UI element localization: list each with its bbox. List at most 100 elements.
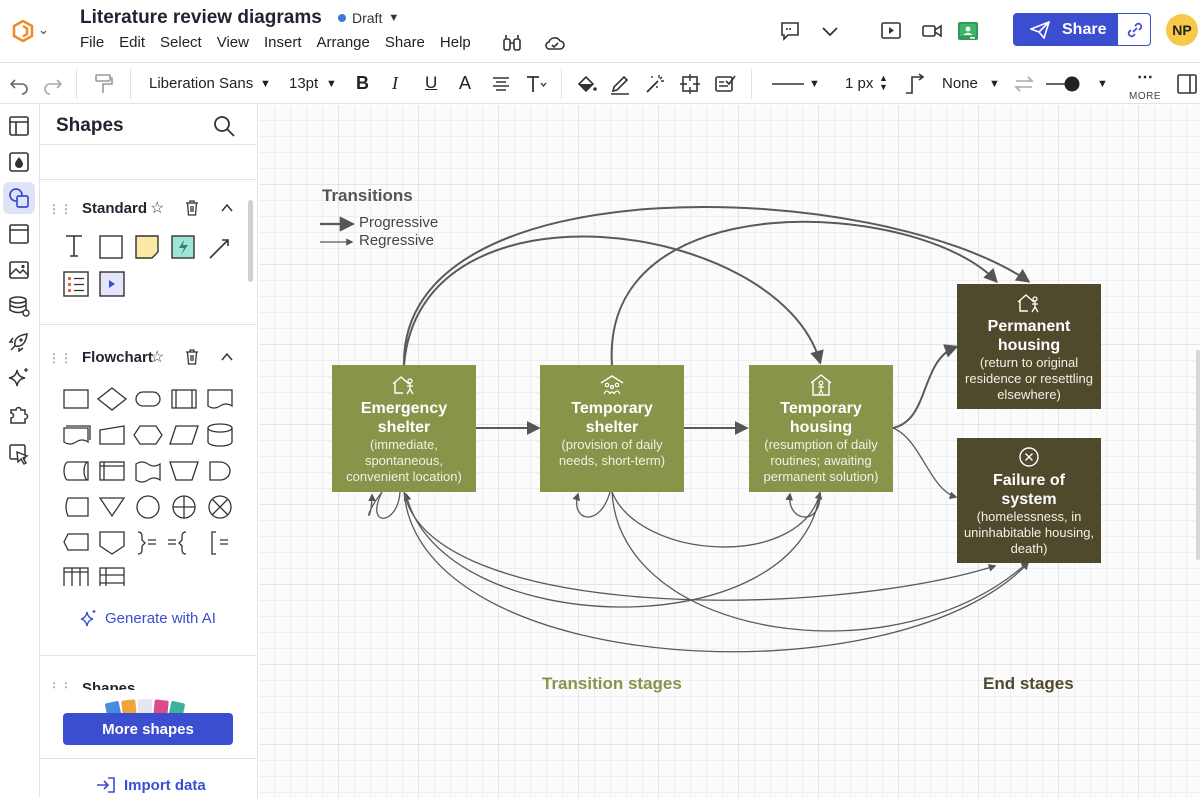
shape-internal-storage[interactable] bbox=[99, 461, 125, 481]
font-family-select[interactable]: Liberation Sans bbox=[149, 75, 254, 92]
image-icon[interactable] bbox=[7, 258, 31, 282]
text-options-icon[interactable] bbox=[525, 73, 547, 95]
copy-link-button[interactable] bbox=[1117, 13, 1151, 46]
underline-button[interactable]: U bbox=[425, 73, 438, 92]
integrations-puzzle-icon[interactable] bbox=[7, 402, 31, 426]
frame-template-icon[interactable] bbox=[7, 222, 31, 246]
shape-document[interactable] bbox=[207, 389, 233, 409]
video-call-icon[interactable] bbox=[921, 20, 943, 42]
connector-ts-ph[interactable] bbox=[610, 220, 998, 366]
panel-toggle-icon[interactable] bbox=[1176, 73, 1198, 95]
shape-process[interactable] bbox=[63, 389, 89, 409]
more-label[interactable]: MORE bbox=[1129, 91, 1161, 102]
connector-th-fs[interactable] bbox=[892, 427, 958, 500]
search-icon[interactable] bbox=[212, 114, 236, 138]
canvas-scrollbar[interactable] bbox=[1196, 350, 1200, 560]
shape-merge[interactable] bbox=[98, 497, 126, 518]
connector-es-fs-2[interactable] bbox=[403, 491, 997, 601]
menu-help[interactable]: Help bbox=[439, 34, 471, 51]
theme-drop-icon[interactable] bbox=[7, 150, 31, 174]
connector-es-fs[interactable] bbox=[403, 491, 1030, 653]
caret-down-icon[interactable]: ▼ bbox=[989, 78, 1000, 90]
shape-annotation-brace-left[interactable] bbox=[168, 531, 187, 555]
shape-preparation[interactable] bbox=[133, 425, 163, 445]
shape-text[interactable] bbox=[66, 235, 82, 257]
shape-stored-data[interactable] bbox=[65, 497, 89, 517]
import-data-button[interactable]: Import data bbox=[96, 776, 206, 794]
undo-icon[interactable] bbox=[8, 73, 30, 95]
shape-off-page[interactable] bbox=[99, 531, 125, 555]
node-temporary-shelter[interactable]: Temporary shelter (provision of daily ne… bbox=[540, 365, 684, 492]
chevron-down-icon[interactable] bbox=[819, 20, 841, 42]
menu-share[interactable]: Share bbox=[384, 34, 425, 51]
shape-sticky-note[interactable] bbox=[135, 235, 159, 259]
swap-arrows-icon[interactable] bbox=[1012, 73, 1036, 95]
bold-button[interactable]: B bbox=[356, 73, 369, 93]
data-linking-icon[interactable] bbox=[7, 294, 31, 318]
shape-swimlane-vertical[interactable] bbox=[63, 567, 89, 586]
node-permanent-housing[interactable]: Permanent housing (return to original re… bbox=[957, 284, 1101, 409]
caret-down-icon[interactable]: ▼ bbox=[260, 78, 271, 90]
text-color-button[interactable]: A bbox=[459, 73, 472, 93]
panel-scrollbar[interactable] bbox=[248, 200, 253, 282]
loop-emergency-arc[interactable] bbox=[376, 491, 401, 519]
shape-delay[interactable] bbox=[209, 461, 231, 481]
drag-handle-icon[interactable]: ⋮⋮ bbox=[48, 680, 72, 690]
shape-rectangle[interactable] bbox=[99, 235, 123, 259]
menu-insert[interactable]: Insert bbox=[263, 34, 302, 51]
connector-es-th[interactable] bbox=[403, 235, 824, 366]
binoculars-icon[interactable] bbox=[501, 32, 523, 54]
menu-view[interactable]: View bbox=[216, 34, 249, 51]
shapes-icon[interactable] bbox=[7, 186, 31, 210]
comment-icon[interactable] bbox=[779, 20, 801, 42]
section-header-standard[interactable]: ⋮⋮ Standard bbox=[48, 200, 147, 217]
trash-icon[interactable] bbox=[184, 200, 200, 216]
redo-icon[interactable] bbox=[42, 73, 64, 95]
shape-terminator[interactable] bbox=[135, 391, 161, 407]
connector-ts-fs[interactable] bbox=[611, 491, 1030, 632]
shape-summing-junction[interactable] bbox=[208, 495, 232, 519]
chevron-up-icon[interactable] bbox=[220, 201, 234, 215]
section-header-shapes[interactable]: ⋮⋮ Shapes bbox=[48, 680, 135, 690]
shape-multi-document[interactable] bbox=[63, 425, 91, 445]
font-size-select[interactable]: 13pt bbox=[289, 75, 319, 92]
shape-manual-input[interactable] bbox=[99, 425, 125, 445]
loop-emergency[interactable] bbox=[368, 491, 383, 516]
user-avatar[interactable]: NP bbox=[1166, 14, 1198, 46]
drag-handle-icon[interactable]: ⋮⋮ bbox=[48, 350, 72, 365]
node-failure-of-system[interactable]: Failure of system (homelessness, in unin… bbox=[957, 438, 1101, 563]
shape-predefined[interactable] bbox=[171, 389, 197, 409]
connector-es-ph[interactable] bbox=[402, 206, 1031, 366]
line-color-icon[interactable] bbox=[609, 73, 631, 95]
rocket-icon[interactable] bbox=[7, 330, 31, 354]
ellipsis-icon[interactable]: ⋯ bbox=[1137, 69, 1154, 86]
section-header-flowchart[interactable]: ⋮⋮ Flowchart bbox=[48, 349, 153, 366]
shape-connector[interactable] bbox=[136, 495, 160, 519]
shape-display[interactable] bbox=[63, 533, 89, 551]
line-width-select[interactable]: 1 px bbox=[845, 75, 874, 92]
shape-arrow-line[interactable] bbox=[209, 239, 229, 259]
shape-annotation-bracket[interactable] bbox=[211, 531, 228, 555]
star-icon[interactable]: ☆ bbox=[150, 349, 165, 366]
cloud-sync-icon[interactable] bbox=[544, 32, 566, 54]
menu-arrange[interactable]: Arrange bbox=[316, 34, 370, 51]
italic-button[interactable]: I bbox=[392, 73, 398, 93]
more-shapes-button[interactable]: More shapes bbox=[63, 713, 233, 745]
chevron-down-icon[interactable]: ⌄ bbox=[38, 22, 49, 37]
connector-th-es[interactable] bbox=[403, 491, 821, 608]
format-painter-icon[interactable] bbox=[92, 73, 114, 95]
menu-file[interactable]: File bbox=[80, 34, 105, 51]
magic-wand-icon[interactable] bbox=[644, 73, 666, 95]
draft-status[interactable]: Draft ▼ bbox=[338, 10, 399, 26]
loop-temporary-housing[interactable] bbox=[785, 491, 821, 518]
shape-swimlane-horizontal[interactable] bbox=[99, 567, 125, 586]
shape-data[interactable] bbox=[169, 425, 199, 445]
shape-decision[interactable] bbox=[96, 387, 128, 411]
document-title[interactable]: Literature review diagrams bbox=[80, 7, 322, 28]
share-button[interactable]: Share bbox=[1013, 13, 1151, 46]
ai-sparkle-icon[interactable] bbox=[7, 366, 31, 390]
node-temporary-housing[interactable]: Temporary housing (resumption of daily r… bbox=[749, 365, 893, 492]
connector-ts-th-back[interactable] bbox=[611, 491, 823, 548]
caret-down-icon[interactable]: ▼ bbox=[809, 78, 820, 90]
shape-manual-operation[interactable] bbox=[169, 461, 199, 481]
